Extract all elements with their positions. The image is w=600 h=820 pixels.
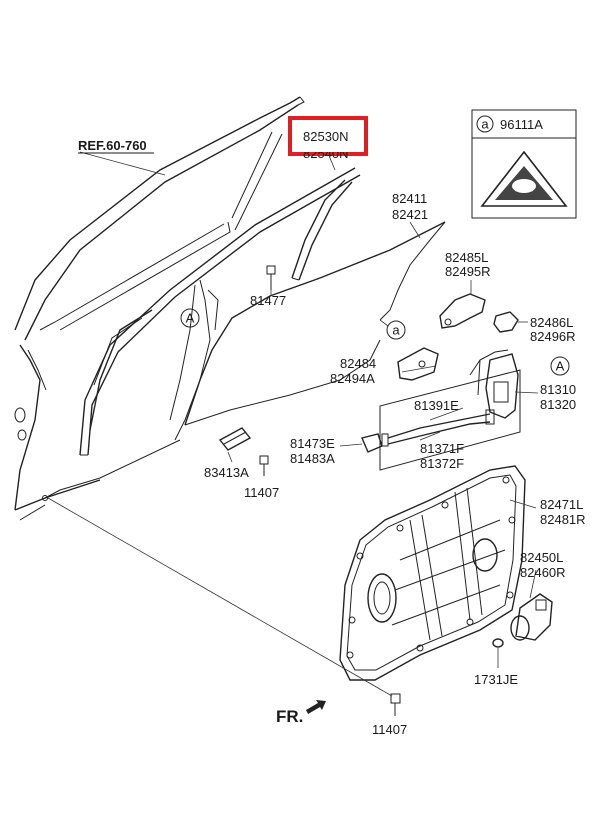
label-82494a: 82494A [330,371,375,386]
label-81310: 81310 [540,382,576,397]
grommet-1731je [492,638,504,648]
label-82486l: 82486L [530,315,573,330]
svg-text:a: a [481,117,489,132]
bracket-82485l [439,280,486,329]
label-inset-box: a 96111A [471,109,577,219]
door-latch [469,349,519,419]
label-81372f: 81372F [420,456,464,471]
label-82471l: 82471L [540,497,583,512]
highlight-box [288,116,368,156]
holder-82484 [397,347,439,381]
label-82530n: 82530N [303,129,349,144]
label-82495r: 82495R [445,264,491,279]
rod-assembly-box [379,369,521,471]
label-82421: 82421 [392,207,428,222]
label-ref-60-760: REF.60-760 [78,138,147,153]
front-arrow-icon [306,700,326,714]
label-82411: 82411 [392,191,427,206]
inside-handle [339,433,383,453]
door-glass [184,221,446,426]
regulator-module-panel [339,465,526,681]
label-81473e: 81473E [290,436,335,451]
label-82485l: 82485L [445,250,488,265]
bolt-81477 [266,265,276,296]
view-marker-a-left: A [180,308,200,328]
label-11407-bottom: 11407 [372,722,407,737]
leader-lines [47,151,539,697]
label-81483a: 81483A [290,451,335,466]
warning-label-icon [480,150,568,207]
label-82460r: 82460R [520,565,566,580]
label-82450l: 82450L [520,550,563,565]
label-82484: 82484 [340,356,376,371]
label-11407-top: 11407 [244,485,279,500]
window-motor [510,593,553,641]
label-part-number: 96111A [500,117,543,132]
label-81477: 81477 [250,293,286,308]
label-82481r: 82481R [540,512,586,527]
label-81320: 81320 [540,397,576,412]
front-direction-label: FR. [276,707,303,726]
bolt-11407-bottom [390,693,401,716]
glass-run-seal [79,167,361,456]
svg-text:a: a [392,323,400,338]
label-83413a: 83413A [204,465,249,480]
callout-marker-a: a [386,320,406,340]
pad-83413a [218,427,252,451]
label-81391e: 81391E [414,398,459,413]
svg-text:A: A [556,359,565,374]
front-direction-indicator: FR. [276,700,326,726]
clip-82486l [493,311,528,333]
svg-text:A: A [186,311,195,326]
view-marker-a-right: A [550,356,570,376]
label-1731je: 1731JE [474,672,518,687]
partial-label-mask [296,146,362,152]
label-81371f: 81371F [420,441,464,456]
label-82496r: 82496R [530,329,576,344]
bolt-11407-top [259,455,269,476]
door-frame [14,96,305,521]
